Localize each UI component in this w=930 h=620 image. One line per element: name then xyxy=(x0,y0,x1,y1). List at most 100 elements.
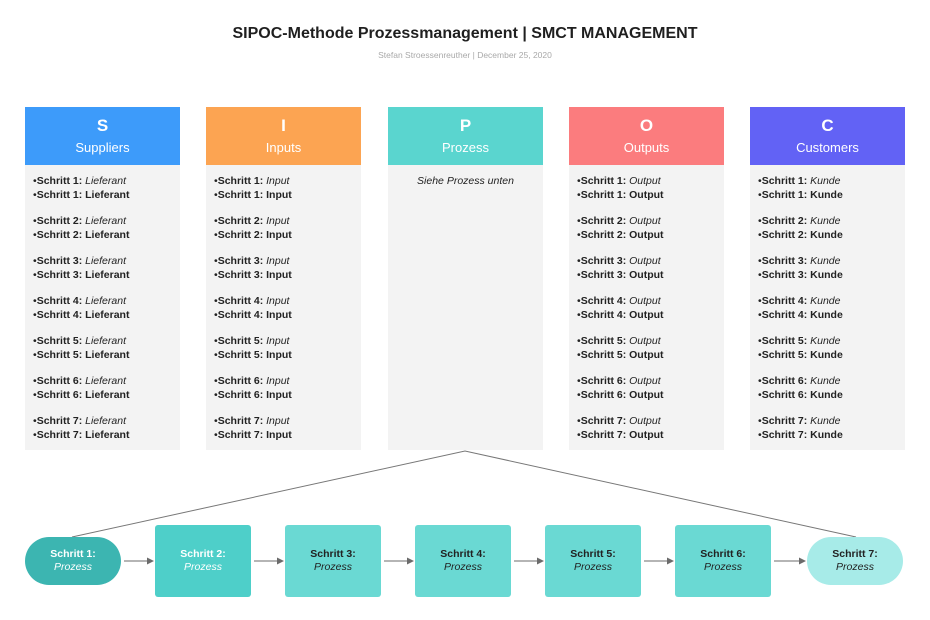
column-name: Outputs xyxy=(623,140,670,155)
step-name: Schritt 6: xyxy=(700,548,746,560)
item-value: Output xyxy=(629,428,664,441)
item-label: Schritt 4: xyxy=(580,308,627,321)
item-value: Output xyxy=(629,388,664,401)
item-label: Schritt 7: xyxy=(217,428,264,441)
item-value: Input xyxy=(266,188,292,201)
list-item: Schritt 7: OutputSchritt 7: Output xyxy=(577,415,724,442)
item-line: Schritt 7: Output xyxy=(577,415,724,429)
item-label: Schritt 1: xyxy=(761,188,808,201)
item-label: Schritt 6: xyxy=(761,388,808,401)
item-label: Schritt 3: xyxy=(36,255,83,267)
item-line: Schritt 5: Input xyxy=(214,349,361,363)
step-value: Prozess xyxy=(54,561,92,573)
item-label: Schritt 3: xyxy=(36,268,83,281)
item-value: Lieferant xyxy=(85,348,130,361)
item-line: Schritt 6: Lieferant xyxy=(33,389,180,403)
column-list: Schritt 1: LieferantSchritt 1: Lieferant… xyxy=(25,165,180,442)
item-line: Schritt 2: Kunde xyxy=(758,215,905,229)
list-item: Schritt 3: InputSchritt 3: Input xyxy=(214,255,361,282)
item-value: Lieferant xyxy=(85,308,130,321)
item-label: Schritt 4: xyxy=(580,295,627,307)
item-label: Schritt 3: xyxy=(761,255,808,267)
item-line: Schritt 4: Output xyxy=(577,309,724,323)
item-value: Input xyxy=(266,228,292,241)
item-line: Schritt 3: Output xyxy=(577,255,724,269)
item-line: Schritt 5: Output xyxy=(577,335,724,349)
list-item: Schritt 3: OutputSchritt 3: Output xyxy=(577,255,724,282)
item-line: Schritt 1: Output xyxy=(577,175,724,189)
item-value: Kunde xyxy=(810,375,841,387)
step-value: Prozess xyxy=(836,561,874,573)
item-value: Input xyxy=(266,308,292,321)
sipoc-column-outputs: O Outputs Schritt 1: OutputSchritt 1: Ou… xyxy=(569,107,724,450)
item-label: Schritt 7: xyxy=(36,415,83,427)
item-line: Schritt 1: Output xyxy=(577,189,724,203)
item-line: Schritt 6: Kunde xyxy=(758,375,905,389)
item-line: Schritt 5: Lieferant xyxy=(33,349,180,363)
item-label: Schritt 4: xyxy=(217,308,264,321)
item-line: Schritt 6: Output xyxy=(577,375,724,389)
list-item: Schritt 2: LieferantSchritt 2: Lieferant xyxy=(33,215,180,242)
item-value: Kunde xyxy=(810,308,843,321)
page-subtitle: Stefan Stroessenreuther | December 25, 2… xyxy=(378,50,552,60)
item-value: Kunde xyxy=(810,255,841,267)
item-value: Lieferant xyxy=(85,375,126,387)
item-value: Lieferant xyxy=(85,188,130,201)
item-label: Schritt 2: xyxy=(36,215,83,227)
item-label: Schritt 1: xyxy=(761,175,808,187)
prozess-note: Siehe Prozess unten xyxy=(417,175,514,187)
item-line: Schritt 5: Output xyxy=(577,349,724,363)
list-item: Schritt 1: LieferantSchritt 1: Lieferant xyxy=(33,175,180,202)
item-line: Schritt 5: Lieferant xyxy=(33,335,180,349)
item-line: Schritt 7: Kunde xyxy=(758,429,905,443)
item-line: Schritt 1: Input xyxy=(214,189,361,203)
item-label: Schritt 7: xyxy=(761,428,808,441)
item-label: Schritt 5: xyxy=(217,348,264,361)
item-line: Schritt 6: Lieferant xyxy=(33,375,180,389)
column-letter: S xyxy=(96,116,109,135)
item-label: Schritt 1: xyxy=(580,188,627,201)
item-label: Schritt 3: xyxy=(761,268,808,281)
list-item: Schritt 7: InputSchritt 7: Input xyxy=(214,415,361,442)
item-label: Schritt 4: xyxy=(761,295,808,307)
process-step-7: Schritt 7: Prozess xyxy=(807,537,903,585)
item-label: Schritt 6: xyxy=(580,375,627,387)
item-line: Schritt 4: Kunde xyxy=(758,295,905,309)
item-label: Schritt 5: xyxy=(761,335,808,347)
item-line: Schritt 5: Input xyxy=(214,335,361,349)
column-header-prozess: P Prozess xyxy=(388,107,543,165)
item-value: Output xyxy=(629,295,661,307)
process-step-4: Schritt 4: Prozess xyxy=(415,525,511,597)
item-line: Schritt 4: Kunde xyxy=(758,309,905,323)
item-value: Kunde xyxy=(810,335,841,347)
list-item: Schritt 2: InputSchritt 2: Input xyxy=(214,215,361,242)
item-value: Output xyxy=(629,415,661,427)
column-letter: P xyxy=(459,116,472,135)
item-label: Schritt 1: xyxy=(580,175,627,187)
column-name: Prozess xyxy=(442,140,489,155)
item-value: Input xyxy=(266,375,290,387)
item-label: Schritt 3: xyxy=(217,268,264,281)
step-value: Prozess xyxy=(184,561,222,573)
item-value: Output xyxy=(629,228,664,241)
item-line: Schritt 1: Kunde xyxy=(758,189,905,203)
list-item: Schritt 1: InputSchritt 1: Input xyxy=(214,175,361,202)
list-item: Schritt 4: OutputSchritt 4: Output xyxy=(577,295,724,322)
item-value: Kunde xyxy=(810,348,843,361)
step-value: Prozess xyxy=(314,561,352,573)
item-line: Schritt 3: Kunde xyxy=(758,269,905,283)
item-label: Schritt 2: xyxy=(761,215,808,227)
process-step-3: Schritt 3: Prozess xyxy=(285,525,381,597)
item-value: Input xyxy=(266,175,290,187)
item-value: Lieferant xyxy=(85,428,130,441)
item-label: Schritt 7: xyxy=(36,428,83,441)
process-step-2: Schritt 2: Prozess xyxy=(155,525,251,597)
item-label: Schritt 2: xyxy=(217,228,264,241)
item-line: Schritt 6: Kunde xyxy=(758,389,905,403)
item-line: Schritt 2: Input xyxy=(214,215,361,229)
